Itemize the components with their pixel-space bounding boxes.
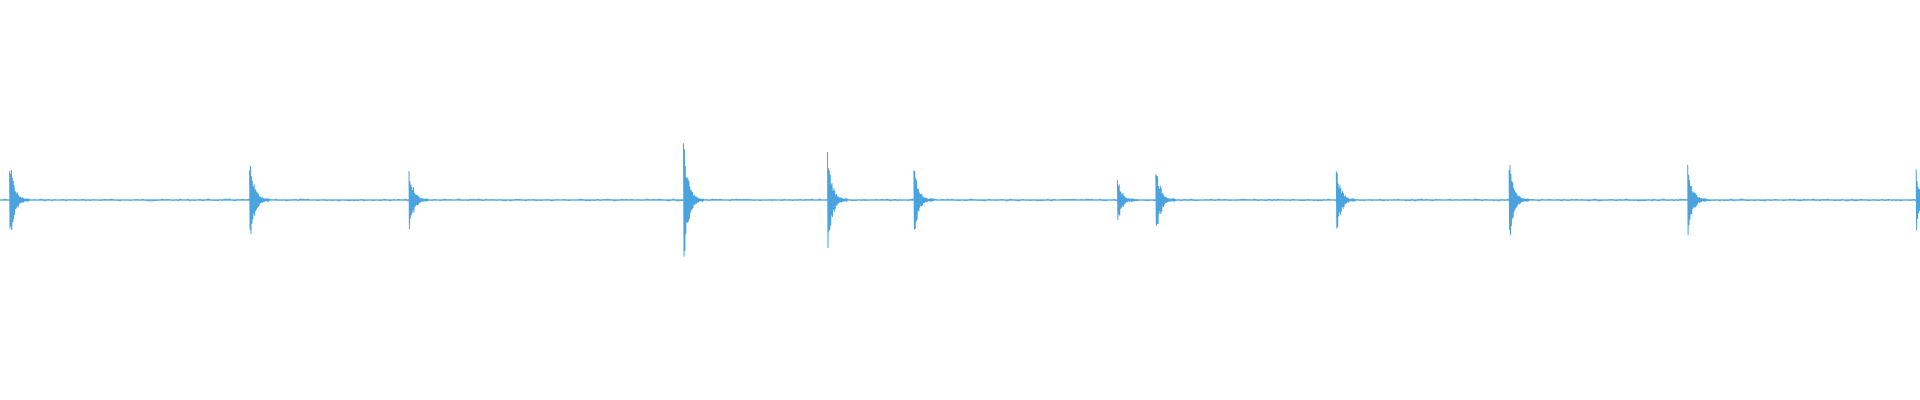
waveform-transient bbox=[683, 143, 705, 257]
waveform-noise bbox=[0, 198, 1920, 202]
waveform-transient bbox=[1155, 174, 1177, 226]
waveform-transient bbox=[408, 170, 430, 230]
waveform-transient bbox=[1335, 171, 1357, 229]
waveform-transient bbox=[913, 170, 935, 230]
waveform-transient bbox=[1508, 164, 1530, 236]
waveform-transient bbox=[1687, 164, 1709, 236]
waveform-transient bbox=[9, 169, 31, 231]
waveform-transient bbox=[1915, 169, 1920, 231]
waveform-transient bbox=[249, 166, 271, 234]
waveform-transient bbox=[827, 152, 849, 248]
waveform-transient bbox=[1116, 180, 1139, 220]
